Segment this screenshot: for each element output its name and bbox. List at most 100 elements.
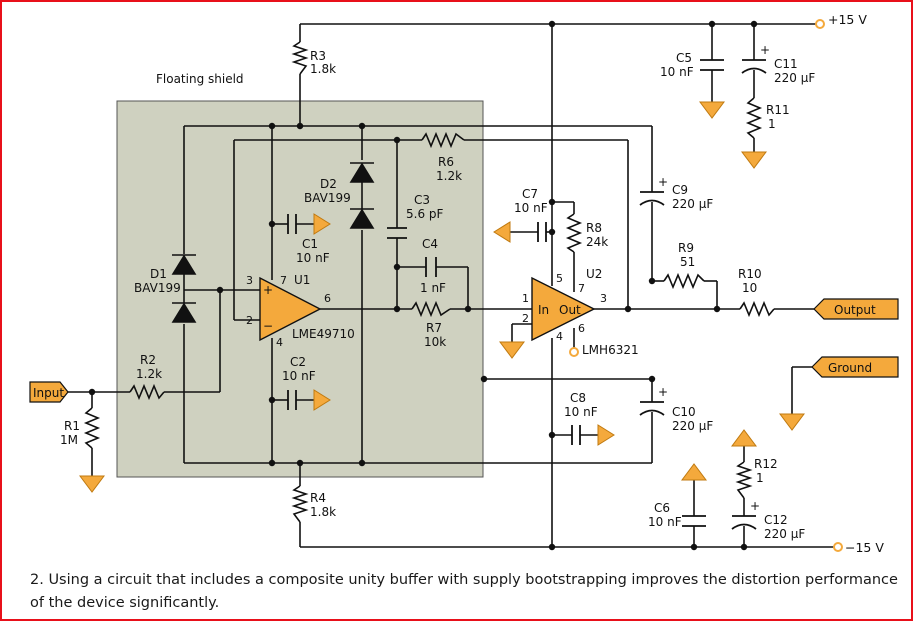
r11-ref: R11: [766, 103, 790, 117]
ground-port: [811, 356, 899, 378]
c10-ref: C10: [672, 405, 696, 419]
c2-value: 10 nF: [282, 369, 316, 383]
junction-dot: [708, 20, 716, 28]
ground-port-label: Ground: [828, 361, 872, 375]
u1-minus-sign: −: [263, 319, 273, 333]
u2-pin3: 3: [600, 292, 607, 305]
junction-dot: [216, 286, 224, 294]
r4-resistor: [291, 485, 309, 523]
junction-dot: [690, 543, 698, 551]
c12-curved-plate: [731, 523, 757, 530]
u2-part: LMH6321: [582, 343, 639, 357]
ground-symbol: [499, 341, 525, 359]
junction-dot: [548, 431, 556, 439]
c3-ref: C3: [414, 193, 430, 207]
u1-pin4: 4: [276, 336, 283, 349]
u2-pin2: 2: [522, 312, 529, 325]
u1-opamp: [259, 276, 322, 342]
r10-resistor: [739, 300, 775, 318]
r2-ref: R2: [140, 353, 156, 367]
r7-ref: R7: [426, 321, 442, 335]
pos-rail-terminal: [815, 19, 825, 29]
junction-dot: [548, 228, 556, 236]
r4-ref: R4: [310, 491, 326, 505]
u2-buffer: [531, 276, 596, 342]
ground-symbol: [313, 389, 331, 411]
junction-dot: [296, 122, 304, 130]
u2-in-label: In: [538, 303, 549, 317]
figure-caption: 2. Using a circuit that includes a compo…: [30, 572, 898, 611]
floating-shield-label: Floating shield: [156, 72, 244, 86]
u2-out-label: Out: [559, 303, 581, 317]
floating-shield-box: [116, 100, 484, 478]
c5-ref: C5: [676, 51, 692, 65]
c12-plus: +: [750, 499, 760, 513]
r6-ref: R6: [438, 155, 454, 169]
r12-ref: R12: [754, 457, 778, 471]
d2-value: BAV199: [304, 191, 351, 205]
r9-ref: R9: [678, 241, 694, 255]
u2-pin6: 6: [578, 322, 585, 335]
c10-plus: +: [658, 385, 668, 399]
ground-symbol: [681, 463, 707, 481]
junction-dot: [268, 122, 276, 130]
u2-pin7: 7: [578, 282, 585, 295]
c12-value: 220 µF: [764, 527, 805, 541]
junction-dot: [713, 305, 721, 313]
junction-dot: [358, 459, 366, 467]
u1-part: LME49710: [292, 327, 355, 341]
c11-plus: +: [760, 43, 770, 57]
r7-resistor: [411, 300, 451, 318]
r3-resistor: [291, 41, 309, 75]
ground-symbol: [79, 475, 105, 493]
r9-resistor: [663, 272, 705, 290]
c9-value: 220 µF: [672, 197, 713, 211]
c2-ref: C2: [290, 355, 306, 369]
u1-ref: U1: [294, 273, 310, 287]
c8-value: 10 nF: [564, 405, 598, 419]
junction-dot: [548, 543, 556, 551]
r1-ref: R1: [64, 419, 80, 433]
junction-dot: [648, 277, 656, 285]
r11-resistor: [745, 97, 763, 139]
r3-ref: R3: [310, 49, 326, 63]
junction-dot: [358, 122, 366, 130]
d1-value: BAV199: [134, 281, 181, 295]
c11-curved-plate: [741, 67, 767, 74]
r1-value: 1M: [60, 433, 78, 447]
junction-dot: [480, 375, 488, 383]
r11-value: 1: [768, 117, 776, 131]
junction-dot: [393, 136, 401, 144]
c11-ref: C11: [774, 57, 798, 71]
u1-plus-sign: +: [263, 283, 273, 297]
u2-pin6-terminal: [569, 347, 579, 357]
ground-symbol: [731, 429, 757, 447]
junction-dot: [88, 388, 96, 396]
r10-value: 10: [742, 281, 757, 295]
junction-dot: [648, 375, 656, 383]
r6-value: 1.2k: [436, 169, 462, 183]
junction-dot: [740, 543, 748, 551]
u1-pin2: 2: [246, 314, 253, 327]
u1-pin7: 7: [280, 274, 287, 287]
schematic: Floating shield: [29, 12, 899, 555]
output-port: [813, 298, 899, 320]
r9-value: 51: [680, 255, 695, 269]
c1-value: 10 nF: [296, 251, 330, 265]
c6-ref: C6: [654, 501, 670, 515]
junction-dot: [548, 20, 556, 28]
c10-curved-plate: [639, 409, 665, 416]
c5-value: 10 nF: [660, 65, 694, 79]
junction-dot: [268, 459, 276, 467]
input-port: [29, 381, 69, 403]
c12-ref: C12: [764, 513, 788, 527]
c9-plus: +: [658, 175, 668, 189]
input-port-label: Input: [33, 386, 64, 400]
junction-dot: [296, 459, 304, 467]
c7-value: 10 nF: [514, 201, 548, 215]
c1-ref: C1: [302, 237, 318, 251]
c4-ref: C4: [422, 237, 438, 251]
pos-rail-label: +15 V: [828, 12, 867, 27]
junction-dot: [624, 305, 632, 313]
